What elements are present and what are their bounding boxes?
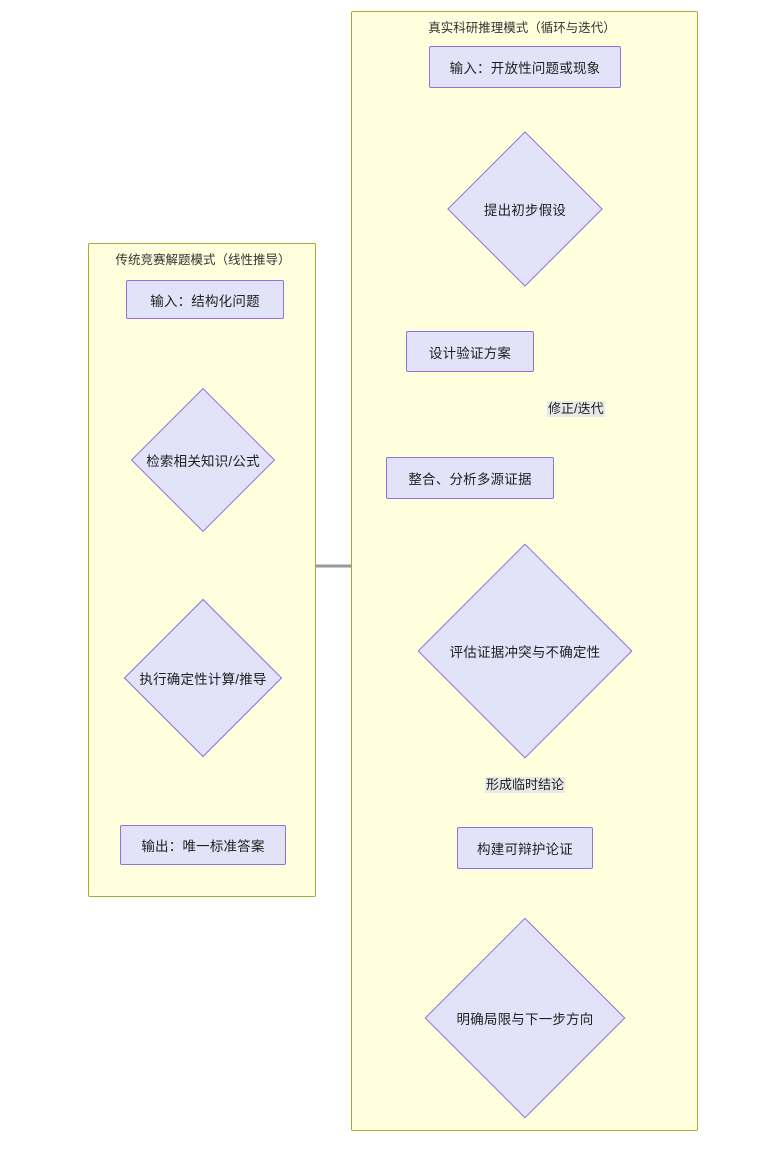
node-t3-label: 执行确定性计算/推导 (139, 672, 267, 687)
node-t4-output-single-answer[interactable]: 输出：唯一标准答案 (120, 825, 286, 865)
cluster-research-title: 真实科研推理模式（循环与迭代） (428, 21, 616, 35)
node-r6-build-defensible-argument[interactable]: 构建可辩护论证 (457, 827, 593, 869)
edge-label-tentative-conclusion: 形成临时结论 (485, 777, 566, 793)
node-r7-label: 明确局限与下一步方向 (456, 1012, 594, 1027)
node-t3-deterministic-computation[interactable]: 执行确定性计算/推导 (123, 598, 283, 758)
node-r5-label: 评估证据冲突与不确定性 (449, 645, 601, 660)
edge-label-revise-iterate: 修正/迭代 (547, 401, 605, 417)
cluster-traditional-mode: 传统竞赛解题模式（线性推导） (88, 243, 316, 897)
node-r3-design-validation-plan[interactable]: 设计验证方案 (406, 331, 534, 372)
cluster-traditional-title: 传统竞赛解题模式（线性推导） (115, 253, 291, 267)
node-t2-retrieve-knowledge[interactable]: 检索相关知识/公式 (130, 387, 276, 533)
node-r2-label: 提出初步假设 (483, 203, 567, 218)
node-r4-integrate-analyze-evidence[interactable]: 整合、分析多源证据 (386, 457, 554, 499)
node-r2-initial-hypothesis[interactable]: 提出初步假设 (447, 131, 603, 287)
node-r7-clarify-limits-next-steps[interactable]: 明确局限与下一步方向 (424, 917, 626, 1119)
node-r5-evaluate-evidence-conflict[interactable]: 评估证据冲突与不确定性 (417, 543, 633, 759)
node-t2-label: 检索相关知识/公式 (146, 454, 260, 469)
node-t1-input-structured-problem[interactable]: 输入：结构化问题 (126, 280, 284, 319)
node-r1-input-open-question[interactable]: 输入：开放性问题或现象 (429, 46, 621, 88)
